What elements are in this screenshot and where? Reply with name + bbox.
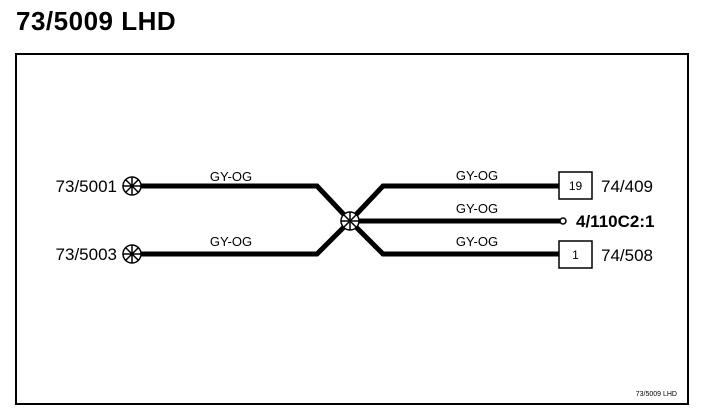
connector-symbol-left-bottom — [122, 244, 142, 264]
wire-label-right-top: GY-OG — [456, 168, 498, 183]
pin-box-right-top — [558, 171, 593, 200]
wire-left-top — [141, 183, 352, 223]
wire-label-right-middle: GY-OG — [456, 201, 498, 216]
wire-right-bottom — [348, 219, 559, 257]
pin-box-right-bottom — [558, 240, 593, 269]
footer-reference: 73/5009 LHD — [636, 391, 677, 398]
wire-label-left-top: GY-OG — [210, 169, 252, 184]
splice-symbol — [340, 211, 360, 231]
connector-label-right-bottom: 74/508 — [601, 246, 653, 265]
ring-terminal-icon — [559, 217, 567, 225]
connector-label-right-top: 74/409 — [601, 177, 653, 196]
connector-symbol-left-top — [122, 176, 142, 196]
wire-label-right-bottom: GY-OG — [456, 234, 498, 249]
connector-label-left-bottom: 73/5003 — [56, 245, 117, 264]
wire-right-top — [348, 183, 559, 223]
connector-label-right-middle: 4/110C2:1 — [576, 212, 654, 231]
connector-label-left-top: 73/5001 — [56, 177, 117, 196]
wire-label-left-bottom: GY-OG — [210, 234, 252, 249]
pin-number-right-top: 19 — [569, 179, 583, 193]
pin-number-right-bottom: 1 — [572, 248, 579, 262]
page-title: 73/5009 LHD — [16, 6, 177, 36]
diagram-frame — [15, 53, 689, 405]
wire-left-bottom — [141, 219, 352, 257]
